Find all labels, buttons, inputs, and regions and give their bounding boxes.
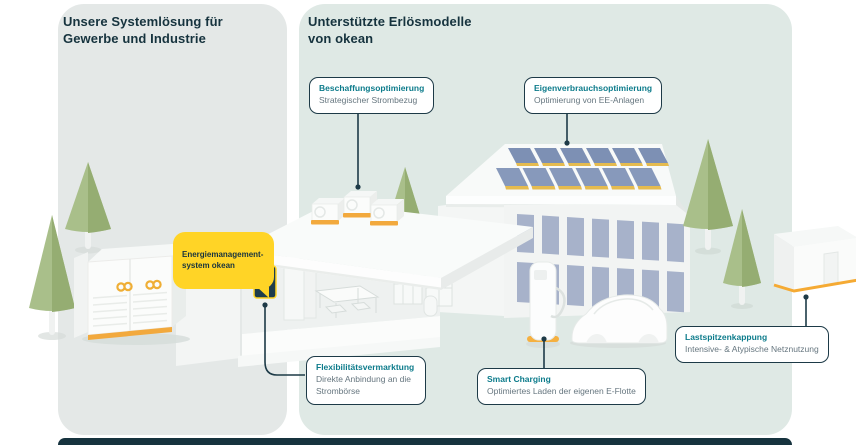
tree [29,215,75,340]
tree [65,162,111,254]
office-building-cutaway [176,203,533,367]
callout-desc: Optimiertes Laden der eigenen E-Flotte [487,385,636,396]
callout-beschaffungsoptimierung: Beschaffungsoptimierung Strategischer St… [309,77,435,114]
callout-smart-charging: Smart Charging Optimiertes Laden der eig… [477,368,646,405]
next-section-edge [58,438,792,445]
tree [723,209,761,309]
vent-grille [92,291,168,327]
hvac-units [311,191,404,226]
cylinder [423,295,438,317]
panel-left-title: Unsere Systemlösung für Gewerbe und Indu… [63,14,223,47]
callout-lastspitzenkappung: Lastspitzenkappung Intensive- & Atypisch… [675,326,829,363]
callout-desc: Direkte Anbindung an die Strombörse [316,373,411,396]
panel-right-title: Unterstützte Erlösmodelle von okean [308,14,472,47]
bubble-label: Energiemanagement- system okean [182,249,264,270]
appliance [303,269,317,319]
interior-floor [242,316,440,356]
callout-eigenverbrauchsoptimierung: Eigenverbrauchsoptimierung Optimierung v… [524,77,663,114]
bubble-tail [257,287,269,299]
callout-title: Lastspitzenkappung [685,332,768,342]
callout-title: Flexibilitätsvermarktung [316,362,415,372]
callout-desc: Strategischer Strombezug [319,94,418,105]
callout-desc: Optimierung von EE-Anlagen [534,94,645,105]
okean-infinity-logo [116,279,162,292]
ev-car [570,294,668,348]
callout-desc: Intensive- & Atypische Netznutzung [685,343,819,354]
solar-panels [496,148,669,190]
charging-cable [550,286,566,319]
callout-title: Eigenverbrauchsoptimierung [534,83,653,93]
yellow-base [88,327,172,340]
connector-flexibilitaet [264,305,305,376]
callout-title: Smart Charging [487,374,551,384]
tree [683,139,733,255]
callout-title: Beschaffungsoptimierung [319,83,425,93]
appliance [283,263,305,321]
meeting-table [314,285,380,318]
charger-screen [534,270,547,280]
grid-building [773,226,856,293]
yellow-base [773,278,856,293]
connector-dots [262,140,809,342]
callout-flexibilitaetsvermarktung: Flexibilitätsvermarktung Direkte Anbindu… [306,356,426,405]
connector-lines [264,111,807,376]
callout-energiemanagement-bubble: Energiemanagement- system okean [173,232,274,299]
door [823,251,839,286]
